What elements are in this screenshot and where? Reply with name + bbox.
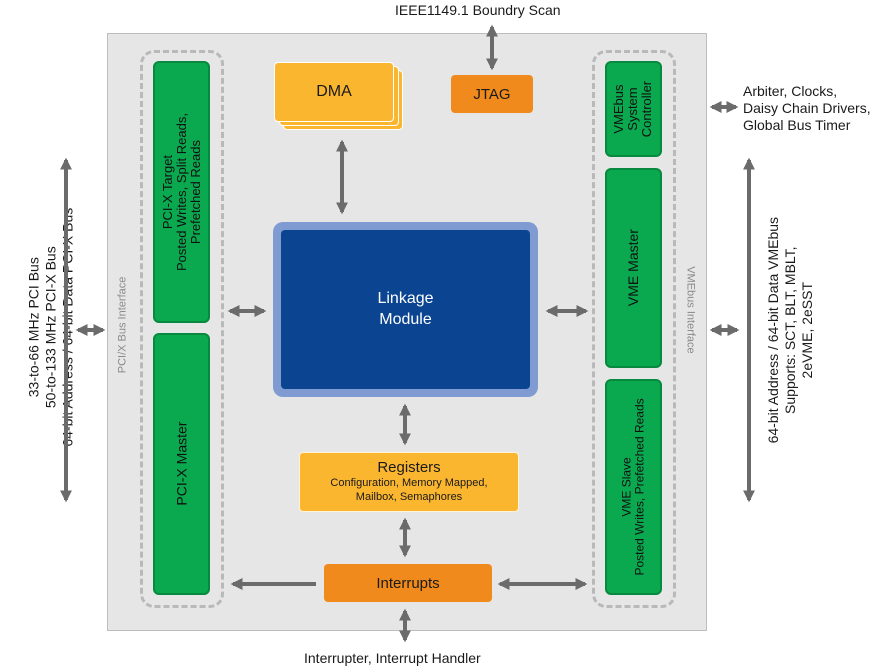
arbiter-line-2: Daisy Chain Drivers, xyxy=(743,99,871,116)
registers-line-1: Configuration, Memory Mapped, xyxy=(330,477,488,489)
interrupts-label: Interrupts xyxy=(376,574,440,592)
vme-master-block: VME Master xyxy=(605,168,662,368)
arbiter-line-3: Global Bus Timer xyxy=(743,116,851,133)
jtag-label: JTAG xyxy=(473,85,511,103)
linkage-module-block: Linkage Module xyxy=(273,222,538,397)
boundary-scan-label: IEEE1149.1 Boundry Scan xyxy=(395,2,561,18)
registers-title: Registers xyxy=(377,459,441,476)
pcix-master-block: PCI-X Master xyxy=(153,333,210,595)
registers-block: Registers Configuration, Memory Mapped, … xyxy=(299,452,519,512)
arbiter-description: Arbiter, Clocks, Daisy Chain Drivers, Gl… xyxy=(743,83,886,133)
registers-line-2: Mailbox, Semaphores xyxy=(355,491,463,504)
pci-interface-group xyxy=(140,50,224,608)
vme-interface-group xyxy=(592,50,676,608)
vme-system-controller-block: VMEbus System Controller xyxy=(605,61,662,157)
vme-slave-block: VME Slave Posted Writes, Prefetched Read… xyxy=(605,379,662,595)
interrupts-block: Interrupts xyxy=(324,564,492,602)
linkage-line-2: Module xyxy=(379,310,432,328)
interrupt-handler-label: Interrupter, Interrupt Handler xyxy=(304,650,481,666)
arbiter-line-1: Arbiter, Clocks, xyxy=(743,83,838,99)
linkage-line-1: Linkage xyxy=(377,289,434,307)
pcix-target-block: PCI-X Target Posted Writes, Split Reads,… xyxy=(153,61,210,323)
dma-block: DMA xyxy=(274,62,394,122)
jtag-block: JTAG xyxy=(451,75,533,113)
dma-label: DMA xyxy=(316,83,352,100)
